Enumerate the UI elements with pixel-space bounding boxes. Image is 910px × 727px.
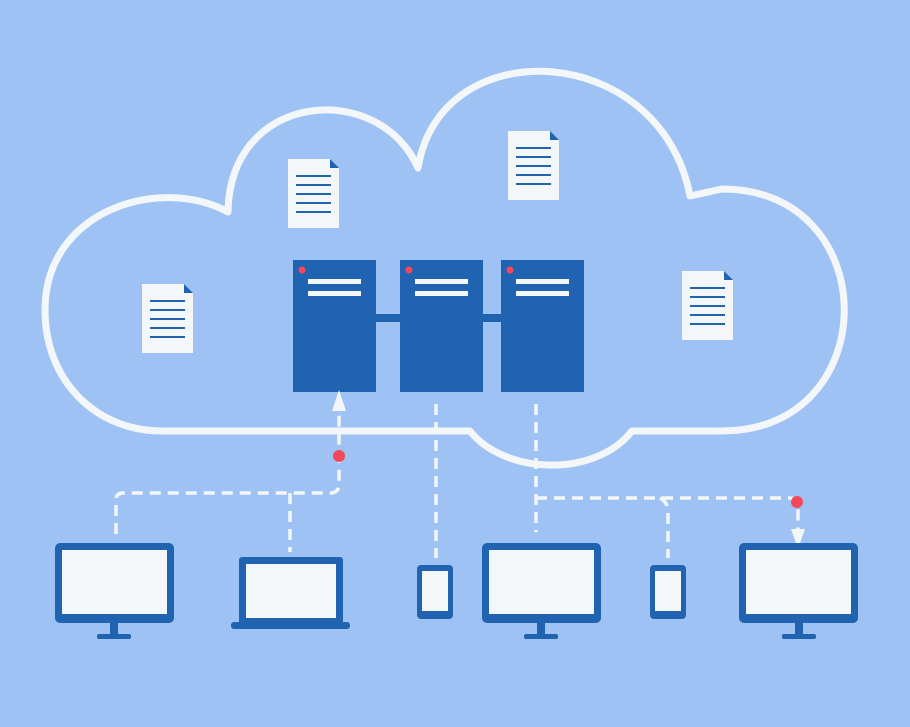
arrow-up-icon <box>332 390 346 411</box>
data-marker-dot <box>791 496 803 508</box>
server-link <box>374 314 402 322</box>
smartphone-icon <box>417 565 453 619</box>
document-icon <box>288 159 339 228</box>
document-icon <box>508 131 559 200</box>
arrow-down-icon <box>791 529 805 549</box>
document-icon <box>142 284 193 353</box>
status-dot <box>506 266 514 274</box>
laptop-icon <box>231 557 350 629</box>
connection-line-phone-right <box>659 496 670 558</box>
server-rack-icon <box>400 260 483 392</box>
cloud-outline <box>41 67 848 469</box>
status-dot <box>405 266 413 274</box>
status-dot <box>298 266 306 274</box>
server-rack-icon <box>501 260 584 392</box>
server-rack-icon <box>293 260 376 392</box>
desktop-monitor-icon <box>55 543 174 639</box>
server-link <box>481 314 503 322</box>
smartphone-icon <box>650 565 686 619</box>
connection-line-left <box>114 412 341 534</box>
document-icon <box>682 271 733 340</box>
data-marker-dot <box>333 450 345 462</box>
desktop-monitor-icon <box>739 543 858 639</box>
desktop-monitor-icon <box>482 543 601 639</box>
